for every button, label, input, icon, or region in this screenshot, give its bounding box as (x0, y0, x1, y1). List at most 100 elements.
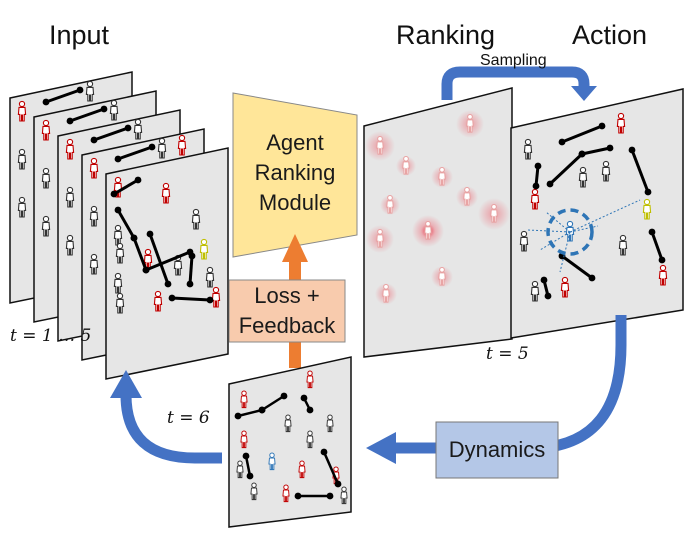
person-icon (306, 370, 314, 389)
edge-node (76, 86, 84, 94)
edge-line (561, 254, 593, 280)
person-icon (89, 205, 99, 227)
edge-line (261, 394, 285, 412)
person-icon (618, 234, 628, 256)
edge-node (114, 155, 122, 163)
edge-node (234, 412, 242, 420)
person-icon (340, 486, 348, 505)
person-icon (65, 234, 75, 256)
person-icon (41, 167, 51, 189)
edge-node (558, 138, 566, 146)
influence-link (527, 229, 571, 233)
edge-node (628, 146, 636, 154)
person-icon (41, 215, 51, 237)
influence-link (539, 231, 571, 251)
agent-ranking-module (232, 92, 358, 258)
person-icon (240, 430, 248, 449)
edge-node (110, 190, 118, 198)
person-icon (115, 292, 125, 314)
person-icon (65, 186, 75, 208)
edge-node (164, 280, 172, 288)
person-icon (282, 484, 290, 503)
agent-module-line-1: Agent (266, 130, 324, 155)
edge-node (168, 294, 176, 302)
edge-node (42, 98, 50, 106)
edge-node (114, 206, 122, 214)
person-icon (41, 119, 51, 141)
edge-line (116, 209, 136, 239)
edge-line (117, 145, 153, 161)
person-icon (642, 198, 652, 220)
loss-feedback-box (228, 279, 346, 343)
edge-line (237, 408, 263, 418)
person-icon (236, 460, 244, 479)
time-6-label: t = 6 (167, 408, 210, 428)
person-icon (65, 138, 75, 160)
action-panel (510, 88, 684, 339)
person-icon (115, 242, 125, 264)
action-title: Action (572, 20, 648, 50)
edge-line (132, 237, 148, 271)
person-icon (268, 452, 276, 471)
person-icon (519, 230, 529, 252)
person-icon (17, 100, 27, 122)
edge-node (130, 234, 138, 242)
person-icon (402, 155, 410, 175)
edge-node (320, 448, 328, 456)
person-icon (466, 113, 474, 133)
edge-line (581, 146, 611, 156)
feedback-loop-arrow-icon (110, 370, 222, 464)
person-icon (386, 194, 394, 214)
edge-line (45, 88, 81, 104)
edge-node (334, 480, 342, 488)
person-icon (17, 148, 27, 170)
edge-node (90, 136, 98, 144)
edge-node (606, 144, 614, 152)
edge-node (186, 280, 194, 288)
person-icon (616, 112, 626, 134)
person-icon (205, 266, 215, 288)
person-icon (306, 430, 314, 449)
edge-node (578, 150, 586, 158)
agent-module-label: Agent Ranking Module (233, 128, 357, 218)
input-panel-stack (9, 71, 229, 380)
person-icon (298, 460, 306, 479)
edge-node (258, 406, 266, 414)
person-icon (523, 138, 533, 160)
person-icon (89, 253, 99, 275)
person-icon (658, 264, 668, 286)
edge-line (322, 451, 340, 485)
person-icon (284, 414, 292, 433)
edge-node (148, 143, 156, 151)
output-panel (228, 356, 352, 528)
person-icon (199, 238, 209, 260)
person-icon (438, 266, 446, 286)
person-icon (565, 220, 575, 242)
person-icon (578, 166, 588, 188)
person-icon (424, 220, 432, 240)
selected-agent-ring (546, 208, 594, 256)
edge-node (300, 394, 308, 402)
person-icon (113, 224, 123, 246)
edge-line (171, 296, 211, 302)
edge-node (648, 228, 656, 236)
edge-node (124, 124, 132, 132)
person-icon (376, 135, 384, 155)
edge-line (650, 231, 664, 261)
loss-feedback-label: Loss + Feedback (229, 281, 345, 341)
edge-node (598, 122, 606, 130)
edge-line (93, 126, 129, 142)
edge-node (534, 162, 542, 170)
person-icon (530, 188, 540, 210)
sampling-arrow-icon (441, 66, 597, 101)
edge-line (630, 149, 650, 193)
time-range-label: t = 1 … 5 (10, 326, 92, 346)
edge-node (540, 276, 548, 284)
person-icon (463, 186, 471, 206)
person-icon (601, 160, 611, 182)
edge-line (188, 255, 194, 285)
edge-line (548, 152, 584, 186)
action-graph (519, 112, 668, 302)
person-icon (161, 182, 171, 204)
edge-node (546, 180, 554, 188)
